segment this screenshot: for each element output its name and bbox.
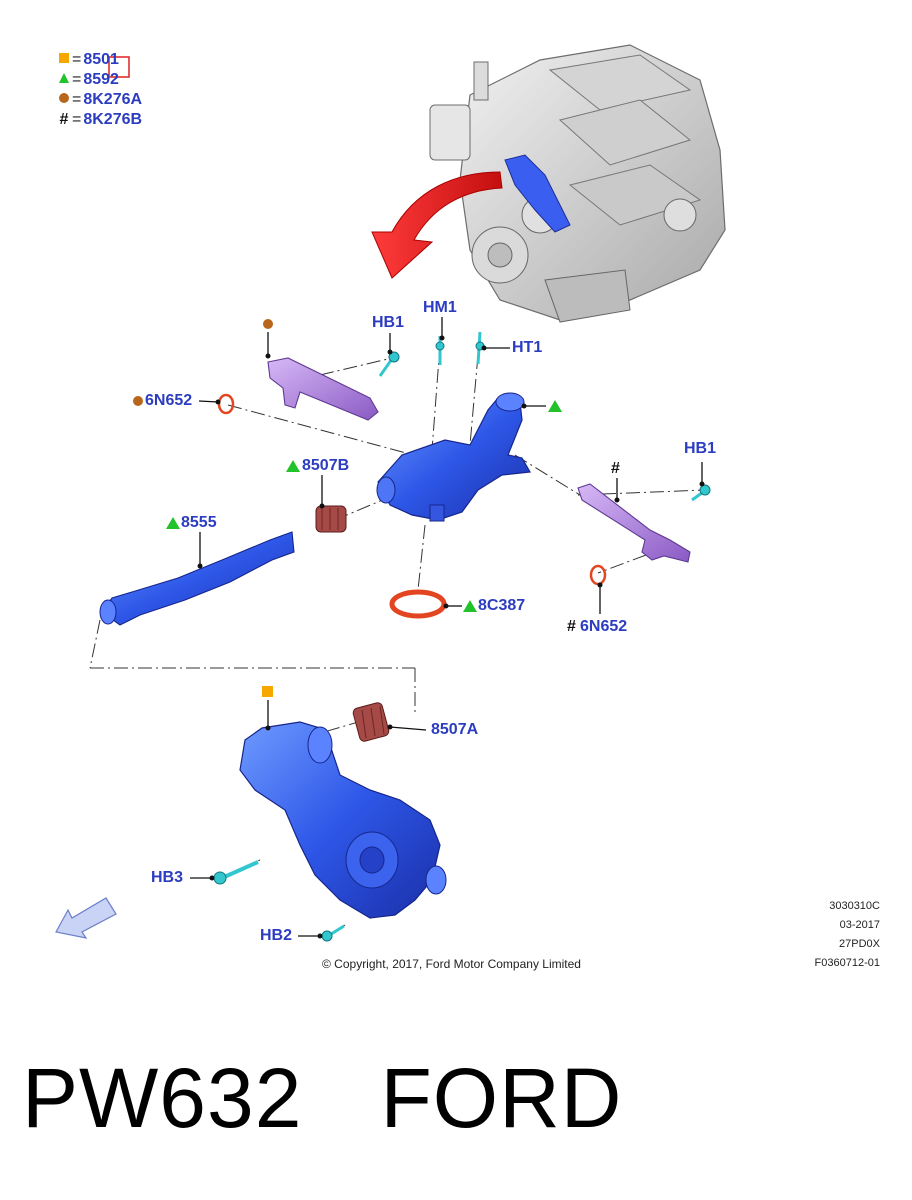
triangle-legend-icon (58, 71, 70, 89)
bolt-hb1-right (691, 484, 711, 502)
coolant-tube-right (577, 483, 691, 563)
label-8555: 8555 (181, 514, 217, 531)
o-ring-6n652-left (217, 393, 235, 415)
circle-symbol-top (263, 319, 273, 329)
label-hb2: HB2 (260, 927, 293, 944)
label-6n652-right: 6N652 (580, 618, 628, 635)
square-symbol-lower (262, 686, 273, 697)
bolt-hb3 (213, 860, 259, 885)
legend-item-hash: # =8K276B (59, 111, 143, 128)
engine-illustration (429, 44, 726, 323)
legend-code: 8592 (83, 71, 119, 88)
meta-line-4: F0360712-01 (814, 957, 880, 969)
label-8507b: 8507B (302, 457, 350, 474)
triangle-symbol-outlet (548, 400, 562, 412)
leader-lines (190, 317, 703, 937)
indication-arrow (371, 171, 503, 279)
direction-arrow-icon (55, 897, 117, 939)
label-8507a: 8507A (431, 721, 479, 738)
legend-code: 8K276A (83, 91, 143, 108)
triangle-symbol-8507b (286, 460, 300, 472)
coupling-8507a (352, 702, 390, 742)
meta-line-3: 27PD0X (839, 938, 880, 950)
bolt-hb1-top (378, 351, 400, 377)
alignment-lines (89, 344, 706, 936)
meta-line-1: 3030310C (829, 900, 880, 912)
legend-code: 8501 (83, 51, 119, 68)
hash-legend-icon: # (59, 111, 69, 128)
brand-name: FORD (380, 1051, 623, 1145)
label-8c387: 8C387 (478, 597, 526, 614)
legend-highlight-box (108, 56, 130, 78)
label-hb1-right: HB1 (684, 440, 717, 457)
coolant-pipe-8555 (99, 531, 295, 626)
meta-line-2: 03-2017 (839, 919, 880, 931)
o-ring-6n652-right (589, 564, 607, 586)
leader-dots (197, 335, 705, 939)
part-number: PW632 (22, 1051, 303, 1145)
coolant-tube-left (267, 357, 379, 421)
triangle-symbol-8c387 (463, 600, 477, 612)
label-hb3: HB3 (151, 869, 184, 886)
label-ht1: HT1 (512, 339, 543, 356)
thermostat-housing-upper (376, 392, 531, 522)
bolt-hb2 (321, 924, 345, 942)
footer-title: PW632 FORD (22, 1050, 700, 1147)
label-6n652-left: 6N652 (145, 392, 193, 409)
legend-item-square: =8501 (58, 50, 119, 70)
legend-item-triangle: =8592 (58, 70, 119, 90)
legend-item-circle: =8K276A (58, 90, 142, 110)
label-hb1-top: HB1 (372, 314, 405, 331)
label-hm1: HM1 (423, 299, 457, 316)
hash-symbol-tube: # (611, 460, 620, 477)
square-legend-icon (58, 51, 70, 69)
copyright-text: © Copyright, 2017, Ford Motor Company Li… (322, 957, 581, 971)
circle-symbol-6n652 (133, 396, 143, 406)
coupling-8507b (315, 505, 347, 533)
legend-code: 8K276B (83, 111, 143, 128)
triangle-symbol-8555 (166, 517, 180, 529)
circle-legend-icon (58, 91, 70, 109)
water-pump-housing-lower (239, 721, 447, 919)
hash-symbol-6n652: # (567, 618, 576, 635)
gasket-8c387 (389, 589, 447, 619)
stud-hm1 (435, 336, 445, 365)
